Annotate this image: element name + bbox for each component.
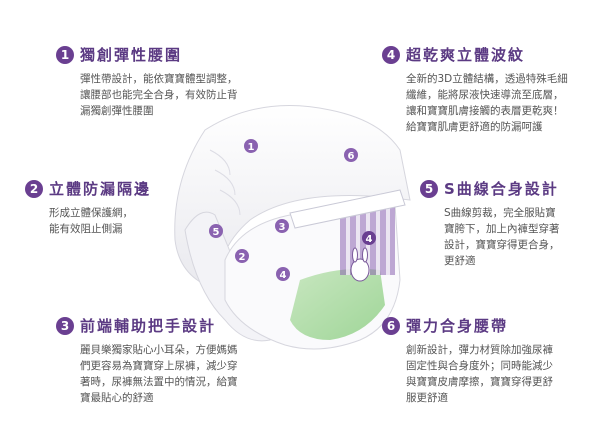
feature-6: 6 彈力合身腰帶 創新設計，彈力材質除加強尿褲 固定性與合身度外；同時能減少 與… xyxy=(382,315,553,406)
svg-text:4: 4 xyxy=(280,270,287,281)
svg-text:6: 6 xyxy=(348,151,355,162)
feature-2-number-badge: 2 xyxy=(25,179,43,198)
marker-2: 2 xyxy=(235,249,249,263)
svg-text:1: 1 xyxy=(248,142,255,153)
feature-1-description: 彈性帶設計，能依寶寶體型調整， 讓腰部也能完全合身，有效防止背 漏獨創彈性腰圍 xyxy=(80,73,238,117)
feature-2-title: 立體防漏隔邊 xyxy=(49,180,152,198)
marker-5: 5 xyxy=(209,224,223,238)
marker-4-waistband: 4 xyxy=(362,231,376,245)
marker-4: 4 xyxy=(276,267,290,281)
feature-4-number-badge: 4 xyxy=(382,45,400,64)
feature-1-title: 獨創彈性腰圍 xyxy=(80,46,183,64)
feature-1-number-badge: 1 xyxy=(56,45,74,64)
feature-4-title: 超乾爽立體波紋 xyxy=(406,46,526,64)
feature-6-description: 創新設計，彈力材質除加強尿褲 固定性與合身度外；同時能減少 與寶寶皮膚摩擦，寶寶… xyxy=(406,344,553,404)
ruffle-lines xyxy=(209,149,241,216)
feature-5-title: S曲線合身設計 xyxy=(444,180,559,198)
marker-3: 3 xyxy=(275,219,289,233)
svg-text:4: 4 xyxy=(366,234,373,245)
svg-text:5: 5 xyxy=(213,227,220,238)
feature-6-title: 彈力合身腰帶 xyxy=(406,317,509,335)
feature-2-description: 形成立體保護網， 能有效阻止側漏 xyxy=(49,207,133,235)
waistband xyxy=(289,189,406,229)
feature-2: 2 立體防漏隔邊 形成立體保護網， 能有效阻止側漏 xyxy=(25,178,151,237)
feature-3-number-badge: 3 xyxy=(56,316,74,335)
feature-4: 4 超乾爽立體波紋 全新的3D立體結構，透過特殊毛細 纖維，能將尿液快速導流至底… xyxy=(382,44,568,135)
feature-3: 3 前端輔助把手設計 麗貝樂獨家貼心小耳朵，方便媽媽 們更容易為寶寶穿上尿褲，減… xyxy=(56,315,238,406)
svg-text:2: 2 xyxy=(239,252,246,263)
feature-5: 5 S曲線合身設計 S曲線剪裁，完全服貼寶 寶胯下，加上內褲型穿著 設計，寶寶穿… xyxy=(420,178,560,269)
feature-6-number-badge: 6 xyxy=(382,316,400,335)
marker-6: 6 xyxy=(344,148,358,162)
feature-5-description: S曲線剪裁，完全服貼寶 寶胯下，加上內褲型穿著 設計，寶寶穿得更合身， 更舒適 xyxy=(444,207,560,267)
feature-3-description: 麗貝樂獨家貼心小耳朵，方便媽媽 們更容易為寶寶穿上尿褲，減少穿 著時，尿褲無法置… xyxy=(80,344,238,404)
marker-1: 1 xyxy=(244,139,258,153)
feature-1: 1 獨創彈性腰圍 彈性帶設計，能依寶寶體型調整， 讓腰部也能完全合身，有效防止背… xyxy=(56,44,238,119)
bunny-mascot xyxy=(350,247,370,282)
feature-5-number-badge: 5 xyxy=(420,179,438,198)
svg-text:3: 3 xyxy=(279,222,286,233)
diaper-pattern xyxy=(290,268,385,340)
feature-3-title: 前端輔助把手設計 xyxy=(80,317,217,335)
feature-4-description: 全新的3D立體結構，透過特殊毛細 纖維，能將尿液快速導流至底層， 讓和寶寶肌膚接… xyxy=(406,73,568,133)
